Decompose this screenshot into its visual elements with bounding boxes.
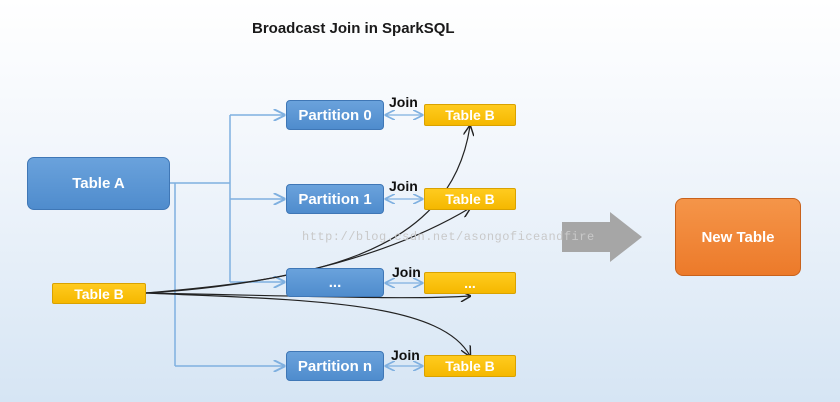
join-label-1: Join [389, 178, 418, 194]
table-b-copy-n: Table B [424, 355, 516, 377]
broadcast-curves [145, 126, 470, 356]
table-a-box: Table A [27, 157, 170, 210]
diagram-title: Broadcast Join in SparkSQL [252, 20, 455, 37]
table-a-connectors [170, 115, 284, 282]
partition-0-box: Partition 0 [286, 100, 384, 130]
table-b-copy-1: Table B [424, 188, 516, 210]
join-label-0: Join [389, 94, 418, 110]
table-b-copy-ellipsis: ... [424, 272, 516, 294]
result-arrow [562, 212, 642, 262]
join-label-2: Join [392, 264, 421, 280]
new-table-box: New Table [675, 198, 801, 276]
partition-n-box: Partition n [286, 351, 384, 381]
join-arrows [386, 115, 422, 366]
table-b-source-box: Table B [52, 283, 146, 304]
partition-1-box: Partition 1 [286, 184, 384, 214]
table-b-connectors [174, 183, 284, 366]
partition-ellipsis-box: ... [286, 268, 384, 297]
join-label-n: Join [391, 347, 420, 363]
watermark-text: http://blog.csdn.net/asongoficeandfire [302, 230, 595, 244]
table-b-copy-0: Table B [424, 104, 516, 126]
